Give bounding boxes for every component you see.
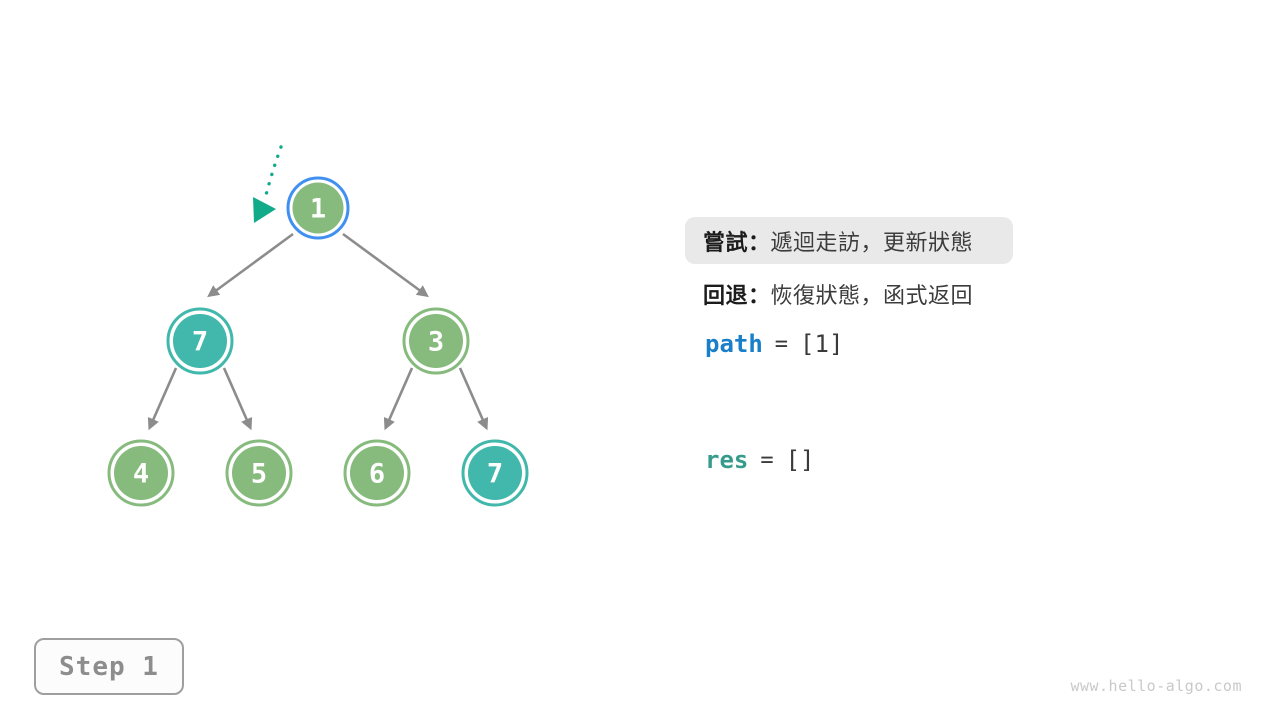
- node-disc: [114, 446, 168, 500]
- edge-1-7: [207, 232, 294, 298]
- edge-1-3: [342, 232, 429, 298]
- node-value: 1: [310, 194, 326, 225]
- tree-node-7-left: 7: [166, 307, 234, 375]
- node-value: 7: [192, 327, 208, 358]
- edge-7-5: [222, 367, 253, 431]
- node-value: 4: [133, 459, 149, 490]
- node-disc: [173, 314, 227, 368]
- node-disc: [292, 182, 344, 234]
- path-variable-value: [1]: [800, 330, 844, 358]
- current-pointer-arrow: [253, 145, 283, 223]
- try-label: 嘗試：: [703, 229, 771, 255]
- path-variable-line: path = [1]: [705, 330, 843, 358]
- path-variable-name: path: [705, 330, 763, 358]
- backtrack-label: 回退：: [703, 283, 771, 308]
- res-equals-sign: =: [760, 447, 774, 473]
- node-value: 7: [487, 459, 503, 490]
- path-equals-sign: =: [774, 331, 789, 357]
- tree-edges: [147, 232, 489, 431]
- tree-node-6: 6: [343, 439, 411, 507]
- edge-7-4: [147, 367, 178, 431]
- tree-node-4: 4: [107, 439, 175, 507]
- tree-node-3: 3: [402, 307, 470, 375]
- tree-node-5: 5: [225, 439, 293, 507]
- edge-3-6: [383, 367, 414, 431]
- tree-node-1: 1: [286, 176, 350, 240]
- node-disc: [350, 446, 404, 500]
- res-variable-name: res: [705, 446, 749, 474]
- node-value: 6: [369, 459, 385, 490]
- res-variable-line: res = []: [705, 446, 815, 474]
- node-disc: [232, 446, 286, 500]
- res-variable-value: []: [785, 446, 815, 474]
- tree-node-7-right: 7: [461, 439, 529, 507]
- node-disc: [409, 314, 463, 368]
- node-value: 3: [428, 327, 444, 358]
- try-text: 遞迴走訪，更新狀態: [770, 229, 974, 255]
- website-watermark: www.hello-algo.com: [1070, 677, 1242, 695]
- step-badge: Step 1: [34, 638, 184, 695]
- backtrack-action-line: 回退：恢復狀態，函式返回: [703, 279, 973, 309]
- node-value: 5: [251, 459, 267, 490]
- try-action-highlight: 嘗試：遞迴走訪，更新狀態: [685, 217, 1013, 264]
- backtrack-text: 恢復狀態，函式返回: [770, 283, 974, 308]
- node-disc: [468, 446, 522, 500]
- pointer-arrowhead-icon: [253, 197, 276, 223]
- pointer-dotted-trail: [264, 145, 283, 197]
- edge-3-7: [458, 367, 489, 431]
